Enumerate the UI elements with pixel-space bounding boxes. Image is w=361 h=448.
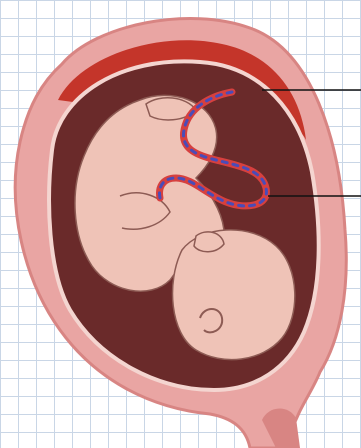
fetus-head (173, 230, 295, 360)
fetus-hand (194, 232, 224, 252)
